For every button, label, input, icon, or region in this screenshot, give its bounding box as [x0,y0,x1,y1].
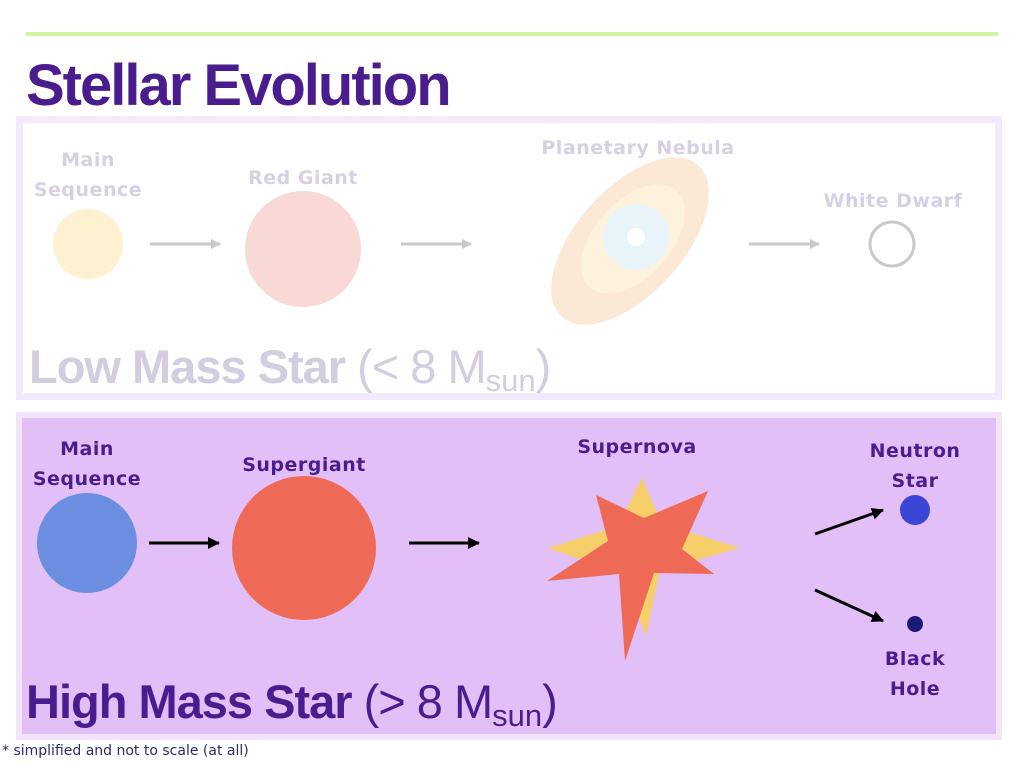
low-mass-title-paren-open: (< 8 M [345,340,487,393]
low-mass-title-bold: Low Mass Star [29,340,346,393]
high-main-sequence-star [37,493,137,593]
page-title: Stellar Evolution [26,53,452,118]
high-mass-title: High Mass Star (> 8 Msun) [26,674,558,734]
red-giant-label: Red Giant [248,167,358,189]
high-mass-panel: Main Sequence Supergiant Supernova Neutr… [16,412,1002,740]
arrow-supernova-to-neutron-star [814,508,884,536]
high-mass-diagram [37,476,930,661]
low-mass-title: Low Mass Star (< 8 Msun) [29,339,552,399]
red-giant-star [245,191,361,307]
arrow-supernova-to-black-hole [814,588,884,623]
black-hole-label-line2: Hole [889,678,941,700]
supernova-burst [547,478,740,661]
low-mass-title-paren-close: ) [535,340,552,393]
low-mass-title-sub: sun [485,363,536,398]
low-main-sequence-label-line1: Main [61,149,115,171]
low-main-sequence-star [53,209,123,279]
neutron-star [900,495,930,525]
high-main-sequence-label: Main Sequence [26,434,148,494]
low-main-sequence-label-line2: Sequence [33,179,143,201]
high-mass-title-paren-open: (> 8 M [351,675,494,728]
white-dwarf-label: White Dwarf [823,190,963,212]
footnote: * simplified and not to scale (at all) [2,743,249,759]
supernova-label: Supernova [577,436,697,458]
top-accent-line [26,32,998,36]
planetary-nebula [551,157,709,325]
supergiant-label: Supergiant [242,454,366,476]
high-mass-title-sub: sun [492,698,543,733]
neutron-star-label-line2: Star [891,470,939,492]
neutron-star-label-line1: Neutron [869,440,961,462]
black-hole-label: Black Hole [852,644,978,704]
low-mass-panel: Main Sequence Red Giant Planetary Nebula… [16,116,1002,400]
high-mass-title-paren-close: ) [542,675,558,728]
high-main-sequence-label-line2: Sequence [32,468,142,490]
neutron-star-label: Neutron Star [852,436,978,496]
black-hole [907,616,923,632]
low-main-sequence-label: Main Sequence [27,145,149,205]
black-hole-label-line1: Black [884,648,946,670]
planetary-nebula-label: Planetary Nebula [541,137,735,159]
high-main-sequence-label-line1: Main [60,438,114,460]
supergiant-star [232,476,376,620]
high-mass-title-bold: High Mass Star [26,675,353,728]
white-dwarf-star [868,220,916,268]
low-mass-diagram [53,157,916,325]
